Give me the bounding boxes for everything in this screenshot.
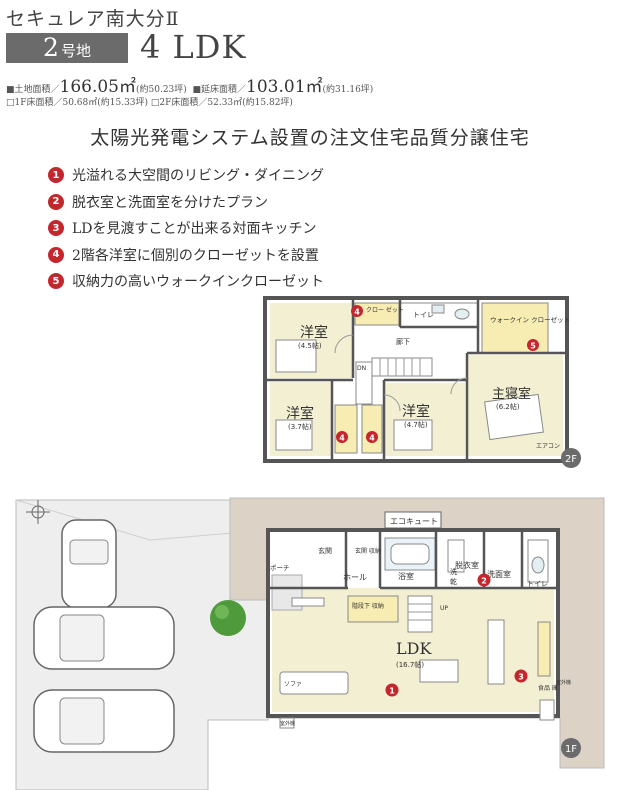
headline: 太陽光発電システム設置の注文住宅品質分譲住宅 xyxy=(90,127,530,149)
feature-item: 5 収納力の高いウォークインクローゼット xyxy=(48,268,324,295)
under-stairs-label: 階段下 収納 xyxy=(352,602,384,610)
room-label-yoshitsu-2: 洋室 xyxy=(286,405,314,422)
entrance-storage-label: 玄関 収納 xyxy=(355,547,381,555)
feature-item: 1 光溢れる大空間のリビング・ダイニング xyxy=(48,162,324,189)
floor-area-tsubo: (約31.16坪) xyxy=(322,85,374,95)
ecocute-label: エコキュート xyxy=(390,517,438,526)
feature-number-badge: 1 xyxy=(48,167,64,184)
feature-text: 2階各洋室に個別のクローゼットを設置 xyxy=(72,247,319,264)
bath-label: 浴室 xyxy=(398,571,414,581)
lot-number: 2 xyxy=(43,33,59,62)
porch-label: ポーチ xyxy=(270,564,290,572)
car-icon xyxy=(61,519,117,609)
area-specs-floors: □1F床面積／50.68㎡(約15.33坪) □2F床面積／52.33㎡(約15… xyxy=(6,95,293,108)
hall-label: ホール xyxy=(343,573,367,582)
land-area-tsubo: (約50.23坪) xyxy=(136,85,187,95)
outdoor-unit-label: 室外機 xyxy=(556,679,571,686)
marker-number: 4 xyxy=(354,308,360,317)
compass-icon xyxy=(26,500,50,524)
marker-badge xyxy=(366,431,378,443)
car-icon xyxy=(33,689,175,753)
closet-label-2f: クロー ゼット xyxy=(366,306,404,314)
feature-number-badge: 4 xyxy=(48,246,64,263)
area-specs-main: ■土地面積／166.05㎡(約50.23坪) ■延床面積／103.01㎡(約31… xyxy=(6,72,373,97)
marker-number: 1 xyxy=(389,687,395,696)
floor1-area: □1F床面積／50.68㎡(約15.33坪) xyxy=(6,98,149,108)
toilet-label-1f: トイレ xyxy=(527,580,548,588)
land-area-label: ■土地面積／ xyxy=(6,85,60,95)
room-size-master: (6.2帖) xyxy=(496,402,520,411)
lot-label: 号地 xyxy=(60,42,91,60)
feature-number-badge: 5 xyxy=(48,273,64,290)
pantry-label: 食品 庫 xyxy=(538,684,558,692)
hallway-label: 廊下 xyxy=(396,337,410,346)
layout-type: 4 LDK xyxy=(140,28,247,66)
floor2-structure xyxy=(263,296,569,463)
marker-badge xyxy=(477,573,491,587)
marker-number: 4 xyxy=(339,434,345,443)
entrance-label: 玄関 xyxy=(318,546,332,555)
marker-number: 5 xyxy=(530,342,536,351)
site-plan xyxy=(15,497,605,790)
feature-text: 脱衣室と洗面室を分けたプラン xyxy=(72,194,268,211)
feature-number-badge: 3 xyxy=(48,220,64,237)
dryer-label: 乾 xyxy=(450,577,457,586)
datsui-label: 脱衣室 xyxy=(455,560,479,570)
floor-area-label: ■延床面積／ xyxy=(192,85,247,95)
feature-text: LDを見渡すことが出来る対面キッチン xyxy=(72,221,317,238)
ldk-size: (16.7帖) xyxy=(396,660,424,669)
feature-text: 光溢れる大空間のリビング・ダイニング xyxy=(72,168,324,185)
feature-list: 1 光溢れる大空間のリビング・ダイニング 2 脱衣室と洗面室を分けたプラン 3 LDを… xyxy=(48,162,324,295)
feature-text: 収納力の高いウォークインクローゼット xyxy=(72,274,324,291)
marker-number: 4 xyxy=(369,434,375,443)
floor-area-value: 103.01㎡ xyxy=(246,77,323,97)
floor-tag-2f xyxy=(561,448,581,468)
marker-badge xyxy=(527,339,539,351)
floor-tag-1f-label: 1F xyxy=(565,744,577,755)
room-label-master: 主寝室 xyxy=(492,386,531,402)
tree-icon xyxy=(210,600,246,636)
floor2-area: □2F床面積／52.33㎡(約15.82坪) xyxy=(150,98,293,108)
wash-machine-label: 洗 xyxy=(450,567,457,576)
marker-badge xyxy=(351,305,363,317)
marker-number: 3 xyxy=(518,673,524,682)
floor-tag-2f-label: 2F xyxy=(565,454,577,465)
ldk-label: LDK xyxy=(396,639,432,658)
senmen-label: 洗面室 xyxy=(487,569,511,579)
outdoor-unit-label: 室外機 xyxy=(280,720,295,727)
sofa-label: ソファ xyxy=(284,681,302,688)
dn-label: DN xyxy=(357,365,366,372)
aircon-label-2f: エアコン xyxy=(536,443,560,450)
feature-number-badge: 2 xyxy=(48,193,64,210)
feature-item: 3 LDを見渡すことが出来る対面キッチン xyxy=(48,215,324,242)
feature-item: 4 2階各洋室に個別のクローゼットを設置 xyxy=(48,242,324,269)
marker-badge xyxy=(514,669,528,683)
toilet-label-2f: トイレ xyxy=(413,311,434,319)
car-icon xyxy=(33,606,175,670)
land-area-value: 166.05㎡ xyxy=(59,77,136,97)
marker-badge xyxy=(385,683,399,697)
room-size-3: (4.7帖) xyxy=(404,420,428,429)
room-size-2: (3.7帖) xyxy=(288,422,312,431)
lot-number-badge: 2 号地 xyxy=(6,33,128,63)
marker-badge xyxy=(336,431,348,443)
wic-label: ウォークイン クローゼット xyxy=(490,315,570,324)
feature-item: 2 脱衣室と洗面室を分けたプラン xyxy=(48,189,324,216)
up-label: UP xyxy=(440,605,448,612)
room-label-yoshitsu-3: 洋室 xyxy=(402,403,430,420)
marker-number: 2 xyxy=(481,577,487,586)
property-title: セキュレア南大分Ⅱ xyxy=(6,8,180,30)
room-size-1: (4.5帖) xyxy=(298,341,322,350)
room-label-yoshitsu-1: 洋室 xyxy=(300,324,328,341)
floor-tag-1f xyxy=(561,738,581,758)
